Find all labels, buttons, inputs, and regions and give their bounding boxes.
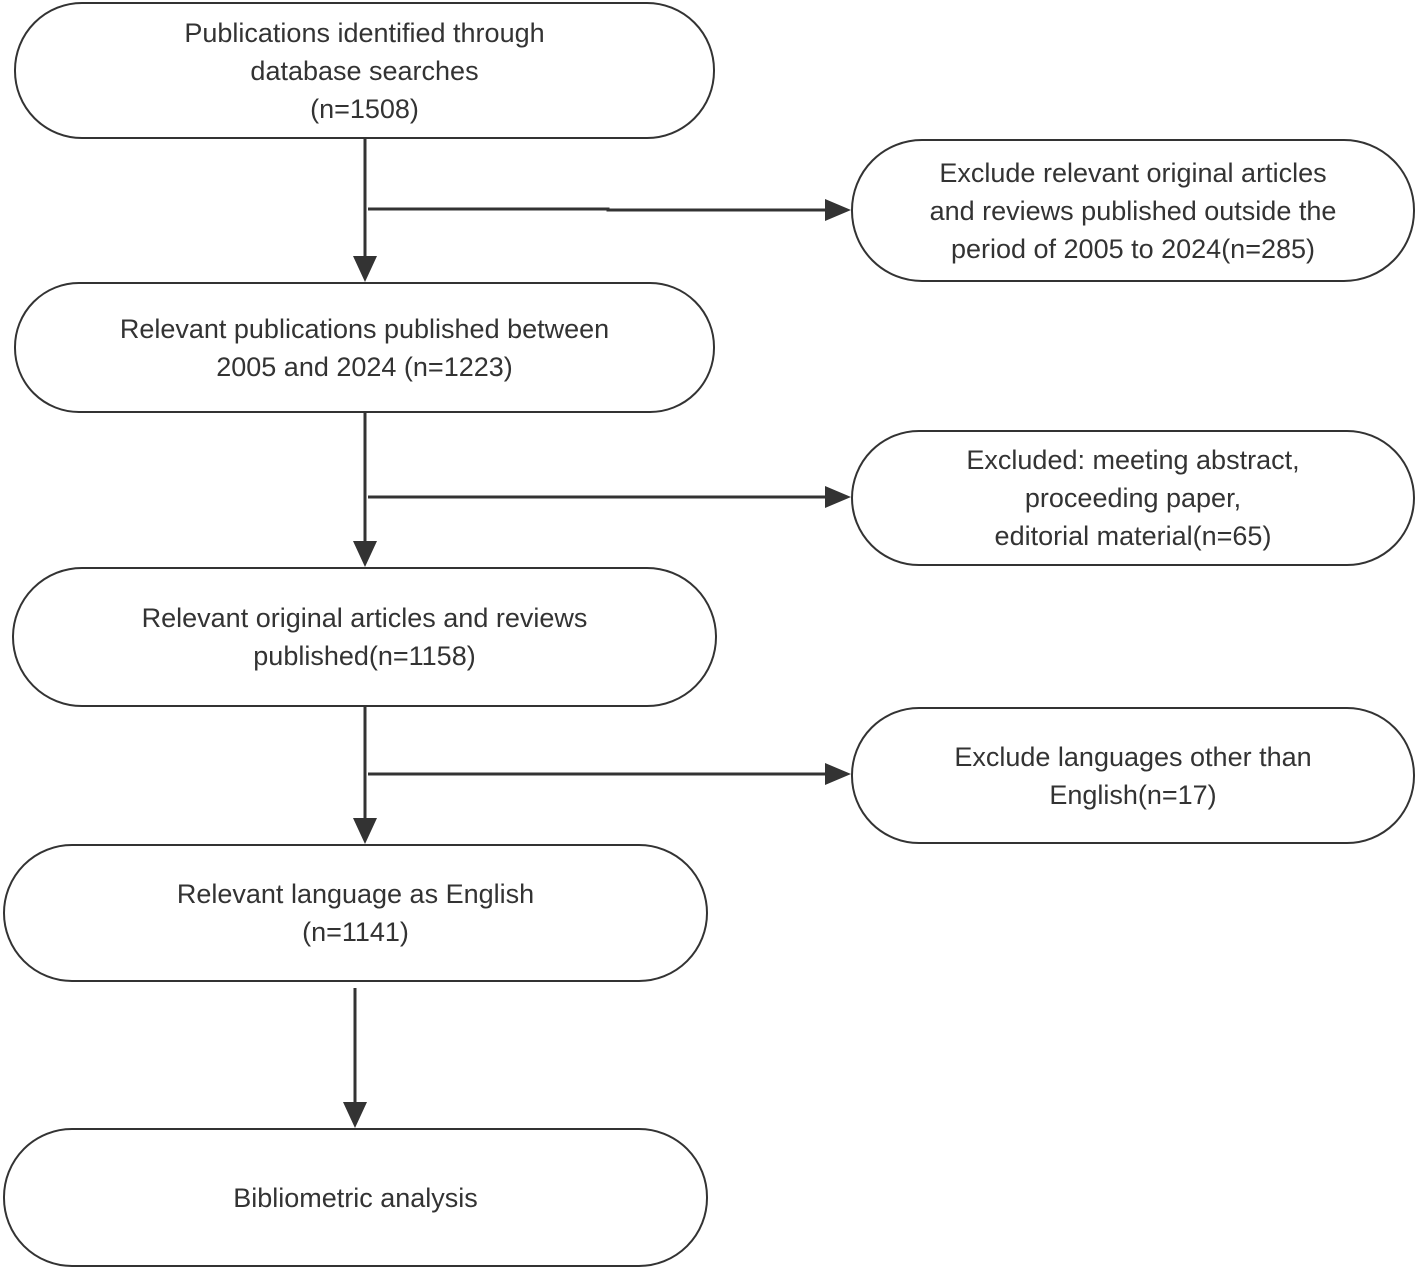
node-excl-period-label: Exclude relevant original articles and r… xyxy=(930,154,1337,268)
node-identified-line-3: (n=1508) xyxy=(310,93,419,124)
node-excl-language-line-1: Exclude languages other than xyxy=(954,741,1312,772)
node-period-label: Relevant publications published between … xyxy=(120,310,609,386)
node-excl-type-line-3: editorial material(n=65) xyxy=(994,521,1272,551)
node-english: Relevant language as English (n=1141) xyxy=(3,844,708,982)
exclusion-arrow-1 xyxy=(368,199,851,221)
node-excl-period-line-3: period of 2005 to 2024(n=285) xyxy=(950,233,1316,264)
node-english-line-2: (n=1141) xyxy=(302,917,409,947)
node-identified: Publications identified through database… xyxy=(14,2,715,139)
node-excl-language-line-2: English(n=17) xyxy=(1049,779,1217,810)
node-excl-language-label: Exclude languages other than English(n=1… xyxy=(954,738,1311,814)
main-arrow-3 xyxy=(353,707,377,844)
main-arrow-2 xyxy=(353,413,377,567)
node-english-label: Relevant language as English (n=1141) xyxy=(177,875,534,951)
exclusion-arrow-2 xyxy=(368,486,851,508)
node-english-line-1: Relevant language as English xyxy=(176,879,535,909)
main-arrow-1 xyxy=(353,139,377,282)
node-articles: Relevant original articles and reviews p… xyxy=(12,567,717,707)
node-analysis: Bibliometric analysis xyxy=(3,1128,708,1267)
node-period-line-2: 2005 and 2024 (n=1223) xyxy=(216,351,513,382)
node-articles-line-1: Relevant original articles and reviews xyxy=(141,603,588,633)
node-analysis-line-1: Bibliometric analysis xyxy=(233,1182,478,1213)
node-period-line-1: Relevant publications published between xyxy=(119,313,610,344)
main-arrow-4 xyxy=(343,988,367,1128)
node-excl-period: Exclude relevant original articles and r… xyxy=(851,139,1415,282)
node-excl-type: Excluded: meeting abstract, proceeding p… xyxy=(851,430,1415,566)
node-excl-type-line-2: proceeding paper, xyxy=(1024,483,1242,513)
node-excl-period-line-2: and reviews published outside the xyxy=(929,195,1337,226)
node-articles-line-2: published(n=1158) xyxy=(253,641,476,671)
node-excl-type-label: Excluded: meeting abstract, proceeding p… xyxy=(966,441,1299,555)
node-excl-type-line-1: Excluded: meeting abstract, xyxy=(966,445,1300,475)
exclusion-arrow-3 xyxy=(368,763,851,785)
node-articles-label: Relevant original articles and reviews p… xyxy=(142,599,588,675)
node-period: Relevant publications published between … xyxy=(14,282,715,413)
node-analysis-label: Bibliometric analysis xyxy=(233,1179,478,1217)
node-identified-line-1: Publications identified through xyxy=(184,17,545,48)
node-excl-period-line-1: Exclude relevant original articles xyxy=(939,157,1327,188)
node-identified-line-2: database searches xyxy=(250,55,479,86)
node-excl-language: Exclude languages other than English(n=1… xyxy=(851,707,1415,844)
node-identified-label: Publications identified through database… xyxy=(184,14,544,128)
